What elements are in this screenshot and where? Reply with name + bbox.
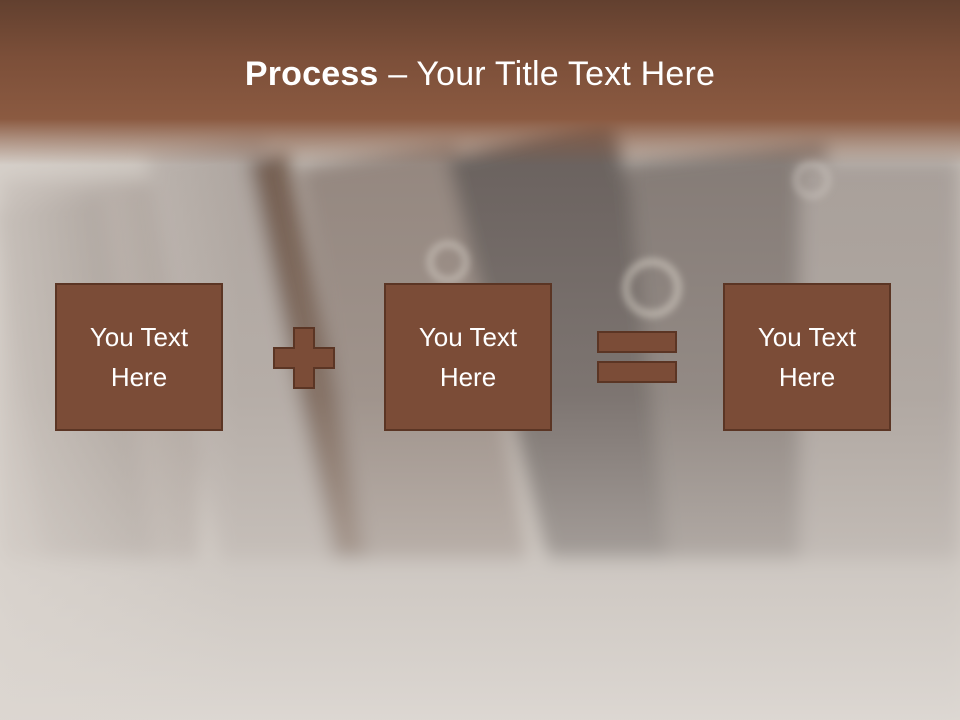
process-box-2[interactable]: You Text Here [384, 283, 552, 431]
process-box-3[interactable]: You Text Here [723, 283, 891, 431]
process-box-2-text: You Text Here [418, 322, 518, 392]
equals-icon [597, 331, 677, 383]
process-box-1-text: You Text Here [89, 322, 189, 392]
plus-icon [273, 327, 335, 389]
title-rest: – Your Title Text Here [378, 55, 716, 93]
slide-title: Process – Your Title Text Here [0, 52, 960, 96]
process-box-3-text: You Text Here [757, 322, 857, 392]
process-box-1[interactable]: You Text Here [55, 283, 223, 431]
title-bold: Process [244, 55, 379, 93]
header-band [0, 0, 960, 165]
